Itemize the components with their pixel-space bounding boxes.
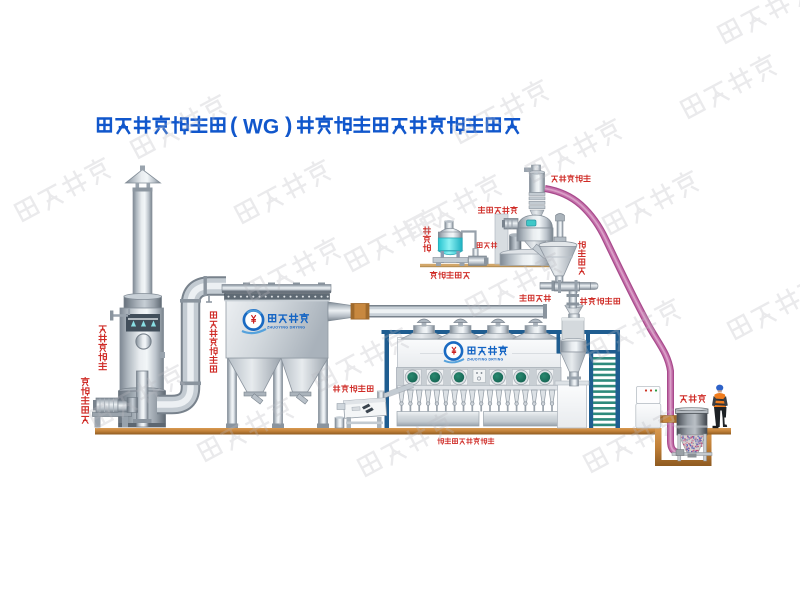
svg-text:WG: WG — [243, 116, 279, 139]
svg-text:ZHUOYING DRYING: ZHUOYING DRYING — [467, 358, 503, 362]
svg-text:): ) — [285, 113, 292, 138]
svg-text:(: ( — [230, 113, 238, 138]
svg-text:ZHUOYING DRYING: ZHUOYING DRYING — [267, 326, 305, 330]
